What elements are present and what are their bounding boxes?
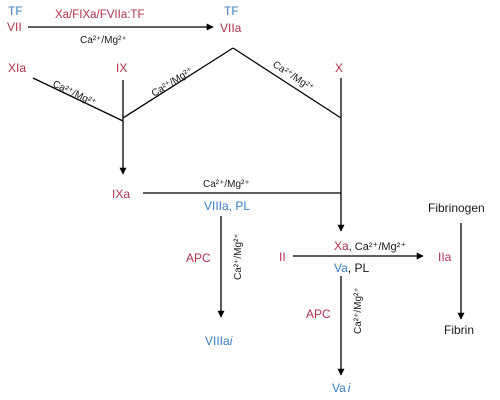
apc-left-label: APC [186,251,211,265]
viia-right-branch-line [232,47,342,119]
ca-mg-va-label: Ca²⁺/Mg²⁺ [353,287,364,334]
factor-iia-label: IIa [438,250,452,264]
ca-mg-xia-label: Ca²⁺/Mg²⁺ [51,79,98,109]
xia-to-junction-line [32,77,124,122]
factor-viia-label: VIIa [220,21,242,35]
ca-mg-prothrombinase-label: , Ca²⁺/Mg²⁺ [349,241,407,253]
viia-left-branch-line [122,47,234,119]
apc-right-label: APC [306,307,331,321]
ca-mg-ix-label: Ca²⁺/Mg²⁺ [150,65,195,99]
factor-vii-label: VII [7,20,22,34]
ca-mg-viiia-label: Ca²⁺/Mg²⁺ [233,233,244,280]
factor-xa-label: Xa [334,239,349,253]
fibrin-label: Fibrin [444,323,474,337]
prothrombinase-enzyme-label: Xa, Ca²⁺/Mg²⁺ [334,239,406,253]
arrows-group [28,23,465,376]
factor-xia-label: XIa [8,61,26,75]
ca-mg-tenase-label: Ca²⁺/Mg²⁺ [203,179,250,190]
viiiai-i-label: i [230,334,233,348]
factor-ix-label: IX [116,61,127,75]
pl-tenase-label: , PL [229,199,251,213]
viiiai-label: VIIIai [205,334,233,348]
factor-viiia-label: VIIIa [204,199,229,213]
prothrombinase-cofactor-label: Va, PL [334,261,369,275]
tf-label-right: TF [224,4,239,18]
viiiai-base-label: VIIIa [205,334,230,348]
vai-i-label: i [348,381,351,395]
factor-x-label: X [335,61,343,75]
ca-mg-top-label: Ca²⁺/Mg²⁺ [80,35,127,46]
xa-complex-label: Xa/FIXa/FVIIa:TF [55,9,144,21]
tenase-cofactor-label: VIIIa, PL [204,199,250,213]
factor-ixa-label: IXa [112,187,130,201]
factor-va-label: Va [334,261,348,275]
factor-ii-label: II [279,250,286,264]
vai-base-label: Va [332,381,346,395]
tf-label-left: TF [8,4,23,18]
fibrinogen-label: Fibrinogen [428,201,485,215]
pl-prothrombinase-label: , PL [348,261,370,275]
